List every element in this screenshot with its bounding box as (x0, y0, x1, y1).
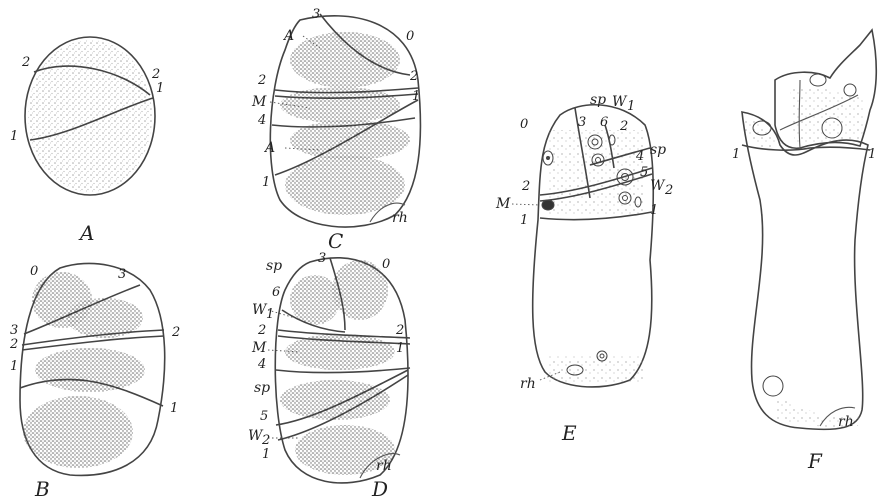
label-E-2-left: 2 (521, 179, 530, 194)
label-A-1-right: 1 (156, 81, 164, 96)
label-D-1-right: 1 (396, 341, 404, 356)
label-D-sp-mid: sp (254, 380, 270, 396)
cytoplasm-F (745, 88, 865, 427)
label-D-W2-sub: 2 (261, 433, 270, 448)
label-F-rh: rh (838, 414, 854, 430)
cell-F-body (742, 112, 868, 429)
figure-F: 1 1 rh F (732, 30, 876, 473)
label-C-A-top: A (282, 28, 294, 44)
caption-C: C (328, 229, 343, 253)
label-C-3: 3 (312, 7, 320, 22)
label-D-5: 5 (260, 409, 268, 424)
cytoplasm-E (548, 130, 643, 383)
label-D-0: 0 (382, 257, 390, 272)
label-B-3-top: 3 (118, 267, 126, 282)
label-A-2-right: 2 (151, 67, 160, 82)
label-D-M: M (251, 340, 267, 356)
label-D-3: 3 (318, 251, 326, 266)
wall-B-2b (22, 336, 164, 350)
label-E-W1-sub: 1 (627, 99, 635, 114)
label-D-2-left: 2 (257, 323, 266, 338)
label-A-2-left: 2 (21, 55, 30, 70)
label-C-rh: rh (392, 210, 408, 226)
figure-C: 3 0 A 2 2 M 1 4 A 1 rh C (251, 7, 420, 253)
label-B-2-left: 2 (9, 337, 18, 352)
label-D-6: 6 (272, 285, 280, 300)
caption-F: F (807, 449, 823, 473)
caption-D: D (371, 477, 388, 498)
label-C-M: M (251, 94, 267, 110)
label-E-W2: W (650, 178, 666, 194)
label-E-W2-sub: 2 (664, 183, 673, 198)
label-D-4: 4 (257, 357, 266, 372)
figure-D: sp 3 0 6 W 1 2 2 M 1 4 sp 5 W 2 1 rh D (248, 251, 410, 498)
label-D-W1-sub: 1 (266, 307, 274, 322)
label-E-6: 6 (600, 115, 608, 130)
figure-A: 2 2 1 1 A (10, 37, 164, 245)
cytoplasm-B (23, 272, 145, 468)
label-E-rh: rh (520, 376, 536, 392)
label-A-1-left: 1 (10, 129, 18, 144)
cell-A-stipple (28, 40, 152, 192)
label-B-0: 0 (30, 264, 38, 279)
label-E-5: 5 (640, 165, 648, 180)
label-B-3-left: 3 (10, 323, 18, 338)
label-B-2-right: 2 (171, 325, 180, 340)
caption-A: A (78, 221, 94, 245)
label-E-sp-right: sp (650, 142, 666, 158)
label-F-1-right: 1 (868, 147, 876, 162)
label-E-M: M (495, 196, 511, 212)
label-E-4: 4 (635, 149, 644, 164)
label-C-2-left: 2 (257, 73, 266, 88)
caption-B: B (34, 477, 50, 498)
cytoplasm-C (280, 32, 410, 215)
label-C-1-left: 1 (262, 175, 270, 190)
caption-E: E (561, 421, 577, 445)
label-E-2-right: 2 (619, 119, 628, 134)
label-C-0: 0 (406, 29, 414, 44)
label-D-rh: rh (376, 458, 392, 474)
label-C-2-right: 2 (409, 69, 418, 84)
figure-E: sp W 1 0 3 6 2 4 sp 5 W 2 2 M 1 1 rh E (495, 92, 673, 445)
label-B-1-left: 1 (10, 359, 18, 374)
figure-B: 0 3 3 2 1 2 1 B (9, 263, 180, 498)
label-D-2-right: 2 (395, 323, 404, 338)
label-E-0: 0 (520, 117, 528, 132)
label-D-1-left: 1 (262, 447, 270, 462)
label-D-sp-top: sp (266, 258, 282, 274)
label-C-4: 4 (257, 113, 266, 128)
label-E-1-left: 1 (520, 213, 528, 228)
cytoplasm-D (280, 260, 395, 475)
label-E-1-right: 1 (650, 203, 658, 218)
label-B-1-right: 1 (170, 401, 178, 416)
label-C-1-right: 1 (412, 89, 420, 104)
label-E-sp-top: sp (590, 92, 606, 108)
label-F-1-left: 1 (732, 147, 740, 162)
label-C-A-bottom: A (263, 140, 275, 156)
label-E-3: 3 (578, 115, 586, 130)
label-E-W1: W (612, 94, 628, 110)
pointer-E-M (512, 204, 540, 205)
